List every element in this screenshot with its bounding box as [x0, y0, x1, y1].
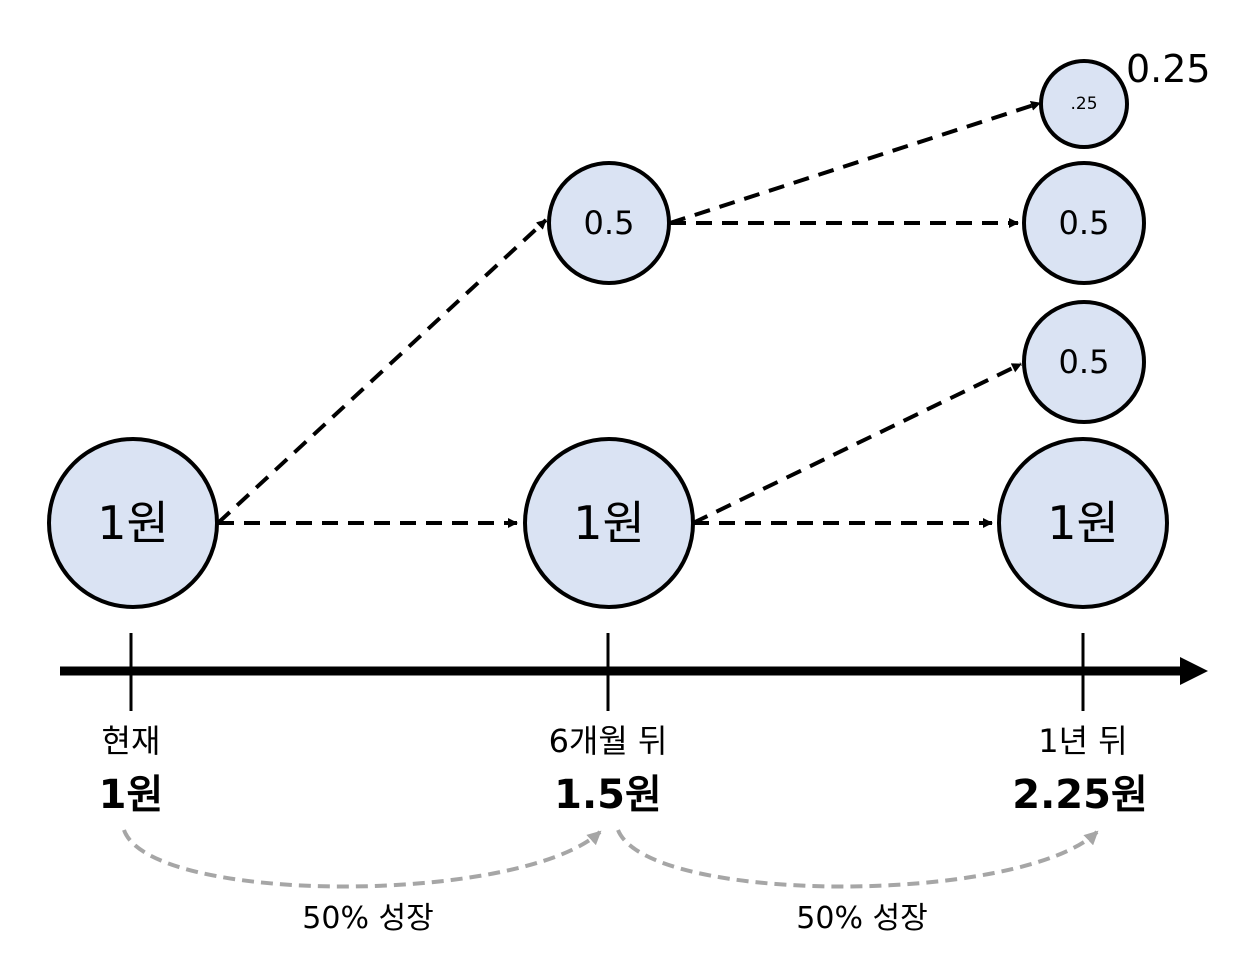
time-label-1year: 1년 뒤: [1038, 722, 1127, 760]
node-end-main-circle: [997, 437, 1169, 609]
node-mid-main-label: 1원: [573, 496, 645, 550]
node-start-label: 1원: [97, 496, 169, 550]
time-label-6months: 6개월 뒤: [549, 722, 668, 760]
timeline-arrowhead: [1180, 657, 1208, 685]
node-end-compound-label: .25: [1070, 94, 1097, 114]
node-end-compound: .25: [1039, 59, 1129, 149]
arrow-start-to-mid-interest: [216, 218, 548, 525]
node-end-interest-from-main-circle: [1022, 300, 1146, 424]
node-start: 1원: [47, 437, 219, 609]
node-end-interest-carried: 0.5: [1022, 161, 1146, 285]
growth-arc-1: [122, 829, 602, 889]
node-end-main: 1원: [997, 437, 1169, 609]
growth-label-1: 50% 성장: [302, 901, 433, 936]
time-label-now: 현재: [102, 722, 161, 760]
node-end-main-label: 1원: [1047, 496, 1119, 550]
node-start-circle: [47, 437, 219, 609]
node-mid-main: 1원: [523, 437, 695, 609]
node-end-interest-carried-label: 0.5: [1059, 204, 1110, 242]
growth-arc-2: [616, 829, 1099, 889]
total-now: 1원: [99, 772, 164, 818]
total-1year: 2.25원: [1012, 772, 1148, 818]
node-mid-interest: 0.5: [547, 161, 671, 285]
node-mid-main-circle: [523, 437, 695, 609]
flow-arrows: [216, 101, 1041, 528]
node-mid-interest-label: 0.5: [584, 204, 635, 242]
timeline-axis: [60, 633, 1208, 711]
node-end-interest-from-main-label: 0.5: [1059, 343, 1110, 381]
timeline-labels: 현재 6개월 뒤 1년 뒤 1원 1.5원 2.25원: [99, 722, 1148, 818]
node-end-interest-from-main: 0.5: [1022, 300, 1146, 424]
node-end-interest-carried-circle: [1022, 161, 1146, 285]
node-end-compound-circle: [1039, 59, 1129, 149]
growth-label-2: 50% 성장: [796, 901, 927, 936]
arrow-mid-main-to-end-interest: [692, 362, 1022, 525]
compound-callout: 0.25: [1126, 47, 1211, 91]
node-mid-interest-circle: [547, 161, 671, 285]
growth-arcs: 50% 성장 50% 성장: [122, 829, 1099, 936]
total-6months: 1.5원: [554, 772, 662, 818]
arrow-mid-interest-to-compound: [669, 101, 1041, 225]
